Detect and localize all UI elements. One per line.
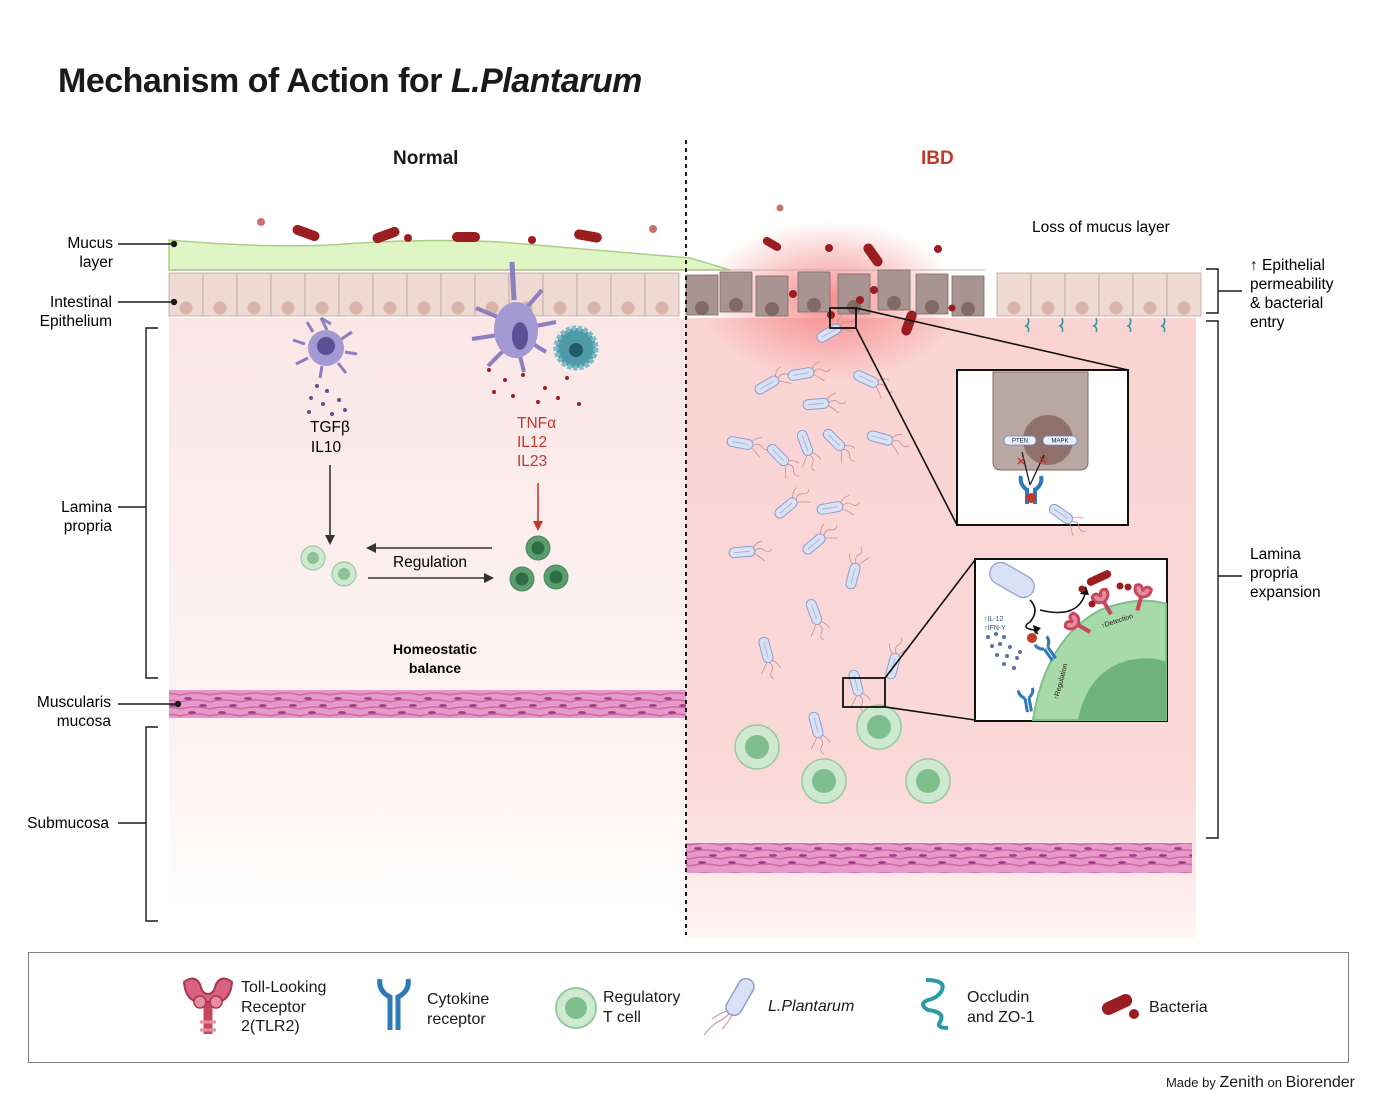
mucus-layer-label-2: layer xyxy=(79,254,113,271)
legend-lplantarum-label: L.Plantarum xyxy=(768,998,855,1015)
macrophage xyxy=(553,325,599,371)
loss-of-mucus-label: Loss of mucus layer xyxy=(1032,219,1170,236)
bacteria-icon xyxy=(1101,993,1139,1019)
tolerogenic-dendritic-cell xyxy=(292,316,358,379)
expansion-label-3: expansion xyxy=(1250,584,1321,601)
tgf-beta-label: TGFβ xyxy=(310,419,350,436)
zoom-lines-top xyxy=(855,307,1129,526)
lamina-propria-normal xyxy=(169,318,686,690)
permeability-label-2: permeability xyxy=(1250,276,1334,293)
credit-line: Made by Zenith on Biorender xyxy=(1165,1074,1355,1091)
ifn-label: ↑IFN-Y xyxy=(984,625,1006,632)
expansion-label-2: propria xyxy=(1250,565,1299,582)
diagram-canvas: PTEN MAPK ↑IL-12 ↑IFN-Y ↑Regula xyxy=(27,140,1334,938)
epithelium-label-2: Epithelium xyxy=(40,313,112,330)
epithelium-normal xyxy=(168,272,680,317)
submucosa-normal xyxy=(169,718,686,933)
permeability-label-1: ↑ Epithelial xyxy=(1250,257,1325,274)
right-brackets xyxy=(1206,268,1242,839)
muscularis-mucosa-normal xyxy=(169,690,686,718)
homeostatic-label-line1: Homeostatic xyxy=(393,641,477,657)
mucus-layer xyxy=(168,239,731,271)
anti-inflammatory-dots xyxy=(307,384,347,416)
zoom-region-lamina xyxy=(842,677,886,708)
panel-heading-normal: Normal xyxy=(393,148,459,169)
epithelium-ibd-intact xyxy=(996,272,1202,333)
il12-normal-label: IL12 xyxy=(517,434,547,451)
pten-label: PTEN xyxy=(1012,439,1028,445)
lamina-propria-label-2: propria xyxy=(64,518,113,535)
zoom-region-epithelium xyxy=(829,307,857,329)
regulation-label: Regulation xyxy=(393,554,467,571)
l-plantarum-icon xyxy=(703,977,755,1036)
lamina-propria-label-1: Lamina xyxy=(61,499,112,516)
arrow-pro-inflammatory xyxy=(533,483,543,531)
lumen-bacteria-ibd xyxy=(762,204,956,336)
regulatory-t-cell-icon xyxy=(555,987,597,1029)
permeability-label-4: entry xyxy=(1250,314,1285,331)
muscularis-label-1: Muscularis xyxy=(37,694,111,711)
lumen-bacteria-normal xyxy=(257,218,657,244)
cytokine-receptor-icon xyxy=(377,978,411,1030)
arrow-anti-inflammatory xyxy=(325,465,335,545)
mucus-layer-label-1: Mucus xyxy=(67,235,113,252)
il23-label: IL23 xyxy=(517,453,547,470)
homeostatic-label-line2: balance xyxy=(409,660,461,676)
muscularis-mucosa-ibd xyxy=(686,843,1192,873)
zoom-lines-bottom xyxy=(884,559,976,721)
inset-epithelial-signaling xyxy=(956,369,1129,541)
arrow-regulation-left xyxy=(366,543,492,553)
tnf-alpha-label: TNFα xyxy=(517,415,556,432)
submucosa-label: Submucosa xyxy=(27,815,109,832)
il10-label: IL10 xyxy=(311,439,342,456)
epithelium-label-1: Intestinal xyxy=(50,294,112,311)
expansion-label-1: Lamina xyxy=(1250,546,1301,563)
left-brackets xyxy=(118,240,182,922)
page-title: Mechanism of Action for L.Plantarum xyxy=(58,62,642,100)
permeability-label-3: & bacterial xyxy=(1250,295,1323,312)
mapk-label: MAPK xyxy=(1051,439,1068,445)
panel-heading-ibd: IBD xyxy=(921,148,954,169)
muscularis-label-2: mucosa xyxy=(57,713,112,730)
tlr2-icon xyxy=(182,977,234,1034)
legend-bacteria-label: Bacteria xyxy=(1149,999,1208,1016)
legend xyxy=(28,952,1349,1063)
arrow-regulation-right xyxy=(368,573,494,583)
inset-immune-regulation xyxy=(974,558,1168,722)
il12-label: ↑IL-12 xyxy=(984,616,1004,623)
pro-inflammatory-dots xyxy=(487,368,581,406)
mature-dendritic-cell xyxy=(471,261,557,373)
occludin-icon xyxy=(921,978,949,1030)
